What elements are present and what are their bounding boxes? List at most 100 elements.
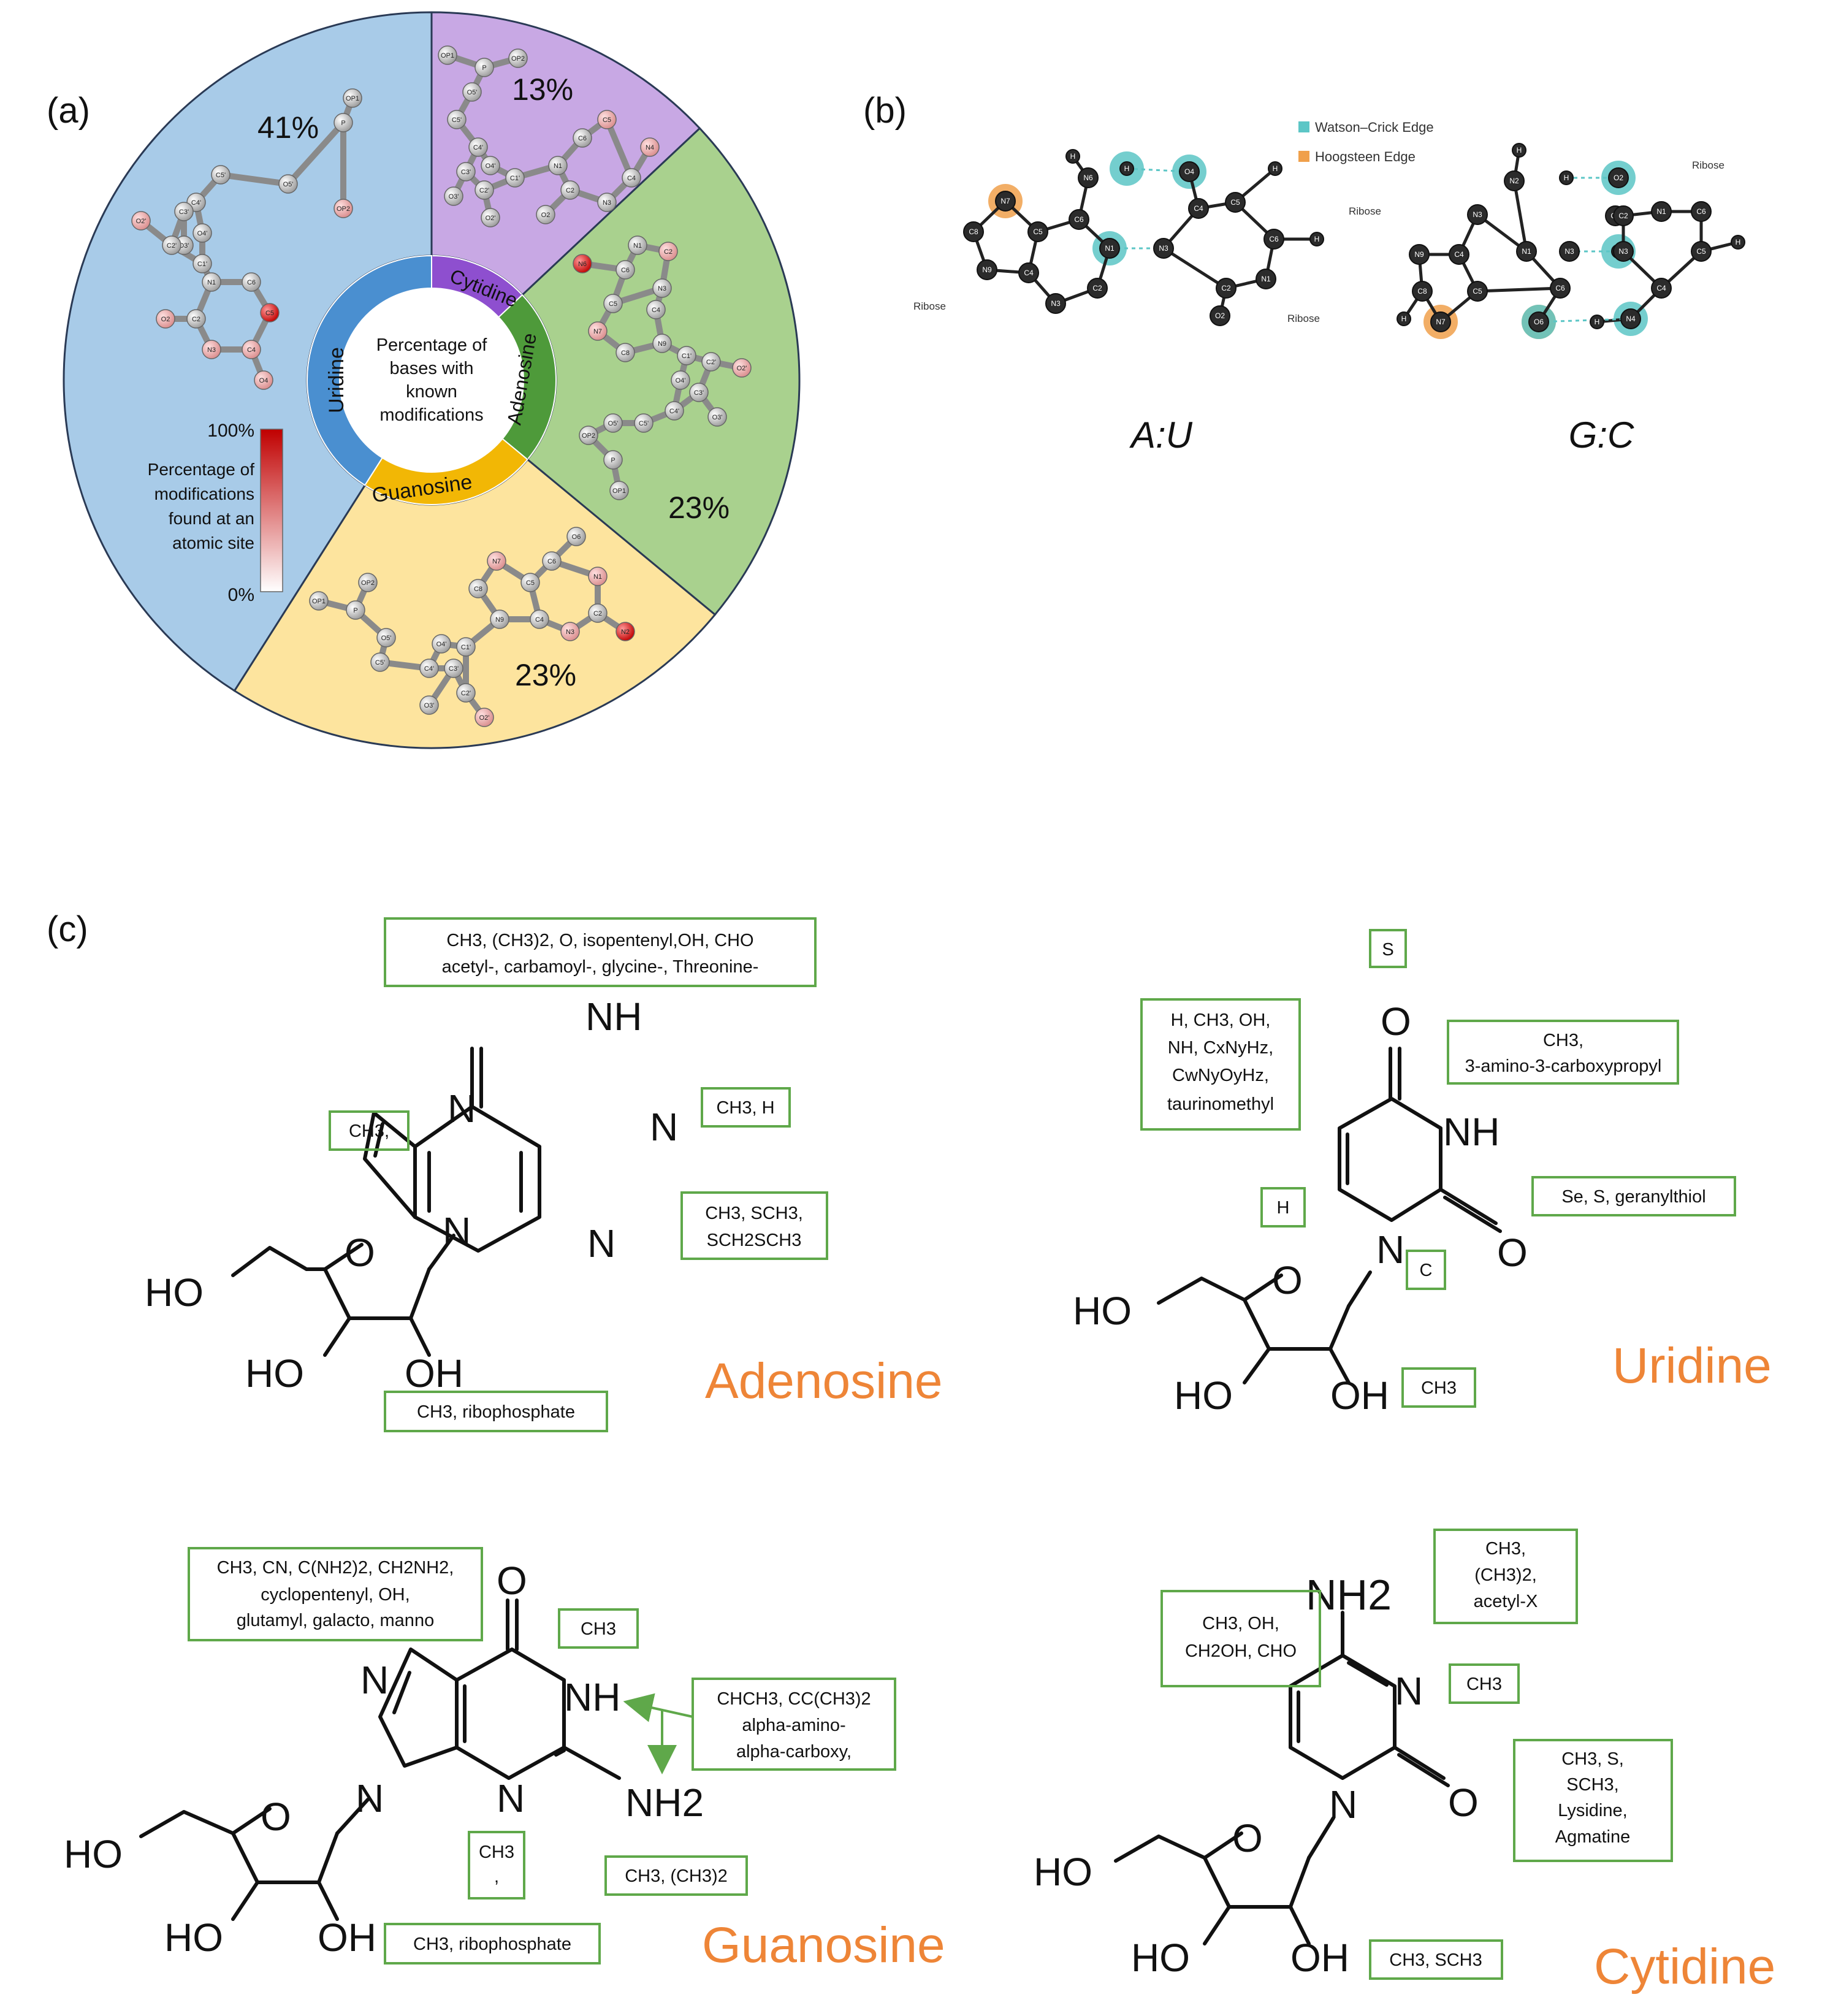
mol-atom bbox=[628, 235, 647, 255]
mol-atom bbox=[174, 202, 194, 221]
adenosine-ho3: HO bbox=[245, 1351, 304, 1396]
guanosine-c2n2-bond bbox=[562, 1746, 621, 1780]
ribose-label: Ribose bbox=[1349, 205, 1381, 217]
au-pair-label: A:U bbox=[1129, 414, 1193, 456]
pair-atom bbox=[1613, 205, 1634, 226]
pair-atom bbox=[1027, 221, 1048, 242]
mol-atom-label: O3' bbox=[712, 414, 723, 421]
guanosine-molecule-model: OP2POP1O5'C5'C4'O4'C1'C3'C2'O3'O2'N9C8N7… bbox=[309, 527, 635, 727]
mol-atom-label: C5 bbox=[526, 579, 535, 587]
legend-caption-line: found at an bbox=[169, 509, 254, 528]
mol-atom-label: N7 bbox=[593, 328, 602, 335]
mol-atom-label: O4' bbox=[436, 641, 447, 648]
pair-atom bbox=[1216, 278, 1237, 299]
mol-atom bbox=[474, 58, 494, 77]
pair-atom bbox=[1651, 278, 1672, 299]
uridine-o4: O bbox=[1381, 999, 1411, 1044]
mol-atom-label: O4' bbox=[197, 230, 208, 237]
adenosine-title: Adenosine bbox=[705, 1353, 943, 1409]
cytidine-o: O bbox=[1232, 1816, 1263, 1860]
mol-atom-label: OP2 bbox=[361, 579, 375, 587]
pair-atom bbox=[1018, 262, 1039, 283]
pair-atom-label: C5 bbox=[1473, 287, 1482, 296]
cytidine-c2-box bbox=[1513, 1739, 1673, 1862]
pair-atom bbox=[1731, 235, 1745, 250]
cytidine-ho3: HO bbox=[1131, 1936, 1190, 1980]
mol-atom bbox=[192, 254, 212, 273]
pair-atom-label: N1 bbox=[1261, 275, 1271, 283]
cytidine-n4-box bbox=[1433, 1529, 1578, 1624]
guanosine-oh2: OH bbox=[318, 1915, 376, 1960]
adenosine-nh: NH bbox=[585, 995, 642, 1039]
guanosine-o: O bbox=[261, 1795, 291, 1839]
pair-atom bbox=[1449, 244, 1469, 265]
pair-atom bbox=[1550, 278, 1571, 299]
mol-atom bbox=[665, 401, 684, 421]
cytidine-n3: N bbox=[1395, 1669, 1423, 1713]
adenosine-oh2: OH bbox=[405, 1351, 463, 1396]
mol-atom bbox=[131, 211, 151, 231]
pair-atom-label: H bbox=[1517, 146, 1522, 155]
uridine-c5-box-line: taurinomethyl bbox=[1167, 1094, 1274, 1114]
adenosine-c8-box bbox=[329, 1110, 410, 1151]
pair-atom-label: C6 bbox=[1269, 235, 1279, 243]
mol-atom bbox=[579, 426, 598, 445]
mol-atom bbox=[432, 634, 451, 654]
pair-atom-label: H bbox=[1401, 315, 1407, 323]
mol-atom-label: OP1 bbox=[312, 598, 326, 605]
guanosine-imidazole bbox=[378, 1648, 459, 1768]
uridine-glycosidic-bond bbox=[1347, 1270, 1372, 1308]
adenosine-n9: N bbox=[443, 1209, 471, 1253]
pair-atom bbox=[1188, 198, 1209, 219]
uridine-ho5: HO bbox=[1073, 1289, 1132, 1333]
pair-bond bbox=[1162, 246, 1227, 290]
uridine-c5-box-line: H, CH3, OH, bbox=[1171, 1010, 1271, 1030]
mol-atom-label: C4 bbox=[535, 616, 544, 624]
mol-atom bbox=[456, 683, 476, 703]
mol-atom bbox=[508, 48, 528, 68]
cytidine-glycosidic-bond bbox=[1307, 1816, 1335, 1860]
pair-atom-label: O2 bbox=[1215, 311, 1225, 320]
mol-atom-label: C2' bbox=[167, 242, 177, 250]
mol-atom-label: O2' bbox=[737, 365, 747, 372]
mol-atom bbox=[462, 82, 482, 102]
pair-atom bbox=[1409, 244, 1430, 265]
mol-atom bbox=[530, 609, 549, 629]
cytidine-double-bond bbox=[1347, 1661, 1389, 1687]
guanosine-nh: NH bbox=[564, 1675, 620, 1719]
donut-chart bbox=[63, 11, 801, 749]
adenosine-c2-box-line: SCH2SCH3 bbox=[707, 1231, 802, 1250]
mol-bond bbox=[286, 120, 346, 186]
uridine-c2o-bond bbox=[1439, 1188, 1498, 1225]
guanosine-double-bond bbox=[554, 1749, 566, 1757]
mol-atom-label: C8 bbox=[621, 349, 630, 357]
legend-caption-line: Percentage of bbox=[148, 460, 255, 479]
mol-atom-label: OP1 bbox=[612, 487, 626, 495]
mol-atom bbox=[646, 300, 666, 319]
pair-atom-label: N2 bbox=[1509, 177, 1519, 185]
uridine-c-box-text: C bbox=[1420, 1261, 1433, 1280]
cytidine-5oh-bond bbox=[1114, 1835, 1206, 1863]
pair-atom bbox=[1087, 278, 1108, 299]
mol-atom bbox=[689, 383, 709, 402]
mol-atom-label: N3 bbox=[207, 346, 216, 354]
uridine-o2: O bbox=[1497, 1231, 1528, 1275]
mol-atom-label: N3 bbox=[566, 628, 574, 636]
adenosine-ho5: HO bbox=[145, 1270, 204, 1315]
pair-atom bbox=[1467, 204, 1488, 225]
cytidine-c2-box-line: CH3, S, bbox=[1561, 1749, 1624, 1769]
guanosine-c8-box-line: CH3, CN, C(NH2)2, CH2NH2, bbox=[217, 1558, 454, 1578]
adenosine-2oh-bond bbox=[409, 1316, 431, 1357]
cytidine-3oh-bond bbox=[1203, 1905, 1231, 1945]
guanosine-n1-box-text: CH3 bbox=[581, 1619, 616, 1639]
uridine-n3-box-line: 3-amino-3-carboxypropyl bbox=[1465, 1056, 1662, 1076]
mol-atom bbox=[309, 591, 329, 611]
mol-atom-label: C4' bbox=[473, 144, 483, 151]
mol-atom-label: P bbox=[353, 607, 357, 614]
mol-atom-label: N1 bbox=[554, 162, 562, 170]
mol-atom-label: C6 bbox=[247, 279, 256, 286]
guanosine-n7: N bbox=[360, 1658, 389, 1702]
pair-atom bbox=[1210, 305, 1230, 326]
mol-atom bbox=[242, 340, 261, 359]
